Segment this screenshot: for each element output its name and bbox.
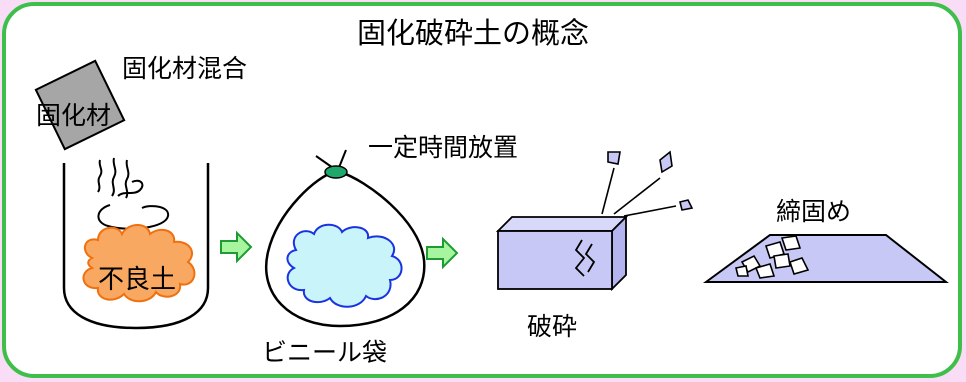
crushed-block [495,214,629,292]
bag-knot-icon [324,165,348,179]
label-curing: 一定時間放置 [368,133,518,162]
compacted-fragments-icon [735,235,810,279]
label-mixing: 固化材混合 [122,54,247,83]
label-binder: 固化材 [36,101,111,130]
bag-soil-cloud [286,223,403,308]
vinyl-bag [265,170,426,328]
mixing-container [62,163,210,330]
label-crushing: 破砕 [527,312,577,341]
poor-soil-cloud [82,224,196,303]
binder-bag-icon [34,59,126,151]
label-vinyl-bag: ビニール袋 [262,338,387,367]
crack-icon [574,239,596,277]
flying-fragments-icon [601,150,694,217]
label-poor-soil: 不良土 [98,265,176,295]
label-compaction: 締固め [776,197,851,226]
falling-powder-icon [97,157,144,199]
diagram-title: 固化破砕土の概念 [357,16,589,50]
